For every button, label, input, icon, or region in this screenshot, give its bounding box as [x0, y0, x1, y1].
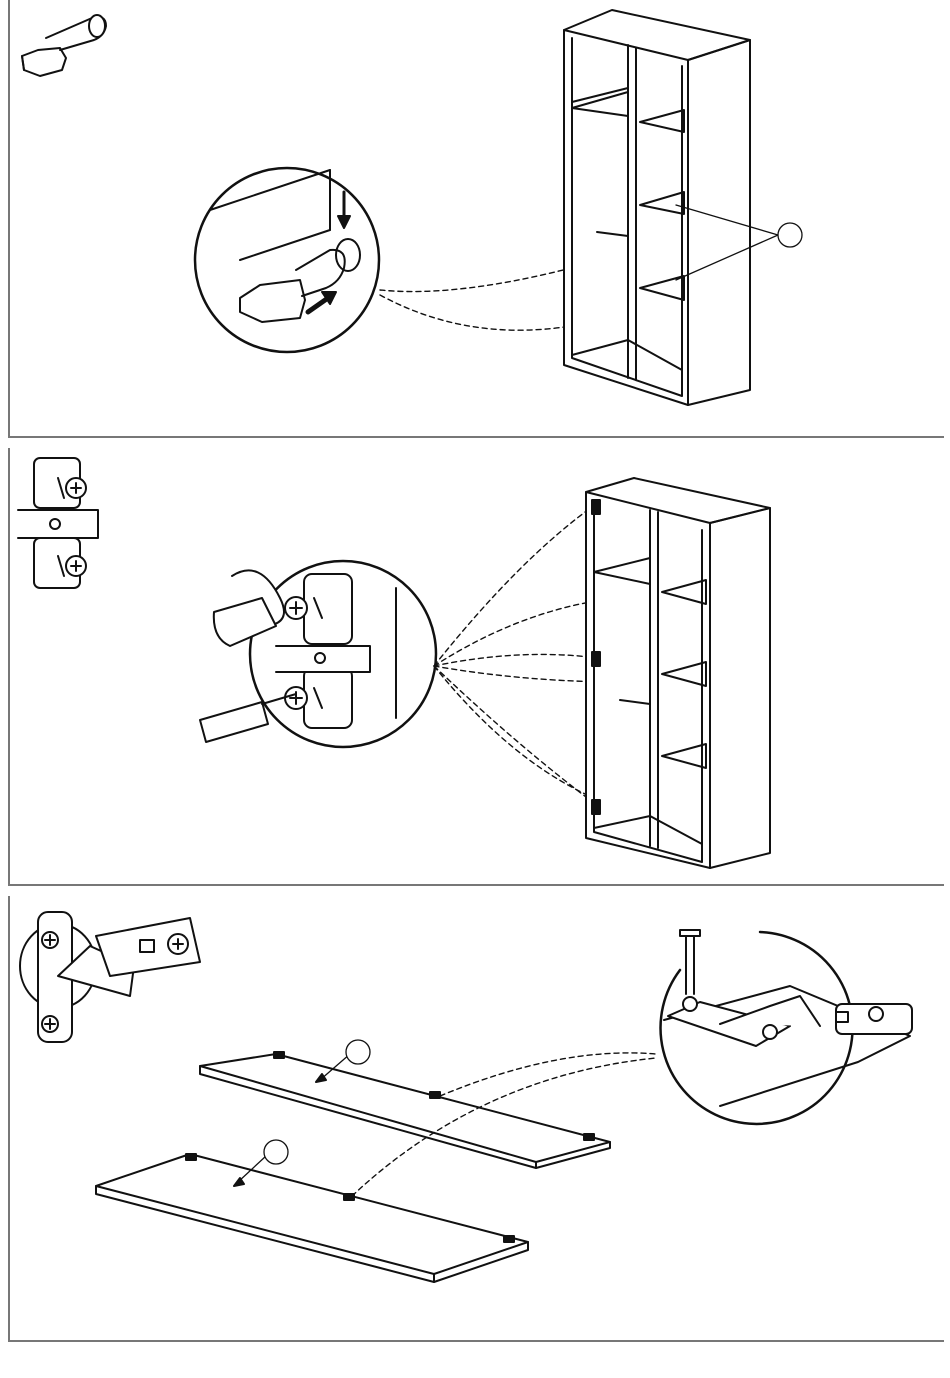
step-shelf-pins-panel [0, 0, 950, 440]
hinge-plate-detail-magnifier [250, 561, 436, 747]
wardrobe-carcass [564, 10, 750, 405]
shelf-pin-callout [676, 205, 802, 280]
hinge-fixing-detail-magnifier [661, 930, 912, 1124]
callout-circle-lower [264, 1140, 288, 1164]
concealed-hinge-icon [20, 912, 200, 1042]
step-2-drawing [0, 448, 950, 888]
callout-circle-upper [346, 1040, 370, 1064]
step-1-drawing [0, 0, 950, 440]
shelf-support-pin-icon [22, 15, 106, 76]
step-hinge-plates-panel [0, 448, 950, 888]
step-door-hinges-panel [0, 896, 950, 1346]
door-panel-upper [200, 1040, 610, 1168]
callout-circle [778, 223, 802, 247]
door-panel-lower [96, 1140, 528, 1282]
hinge-mounting-plate-icon [18, 458, 98, 588]
wardrobe-carcass-with-plates [586, 478, 770, 868]
step-3-drawing [0, 896, 950, 1346]
shelf-pin-detail-magnifier [195, 168, 379, 352]
